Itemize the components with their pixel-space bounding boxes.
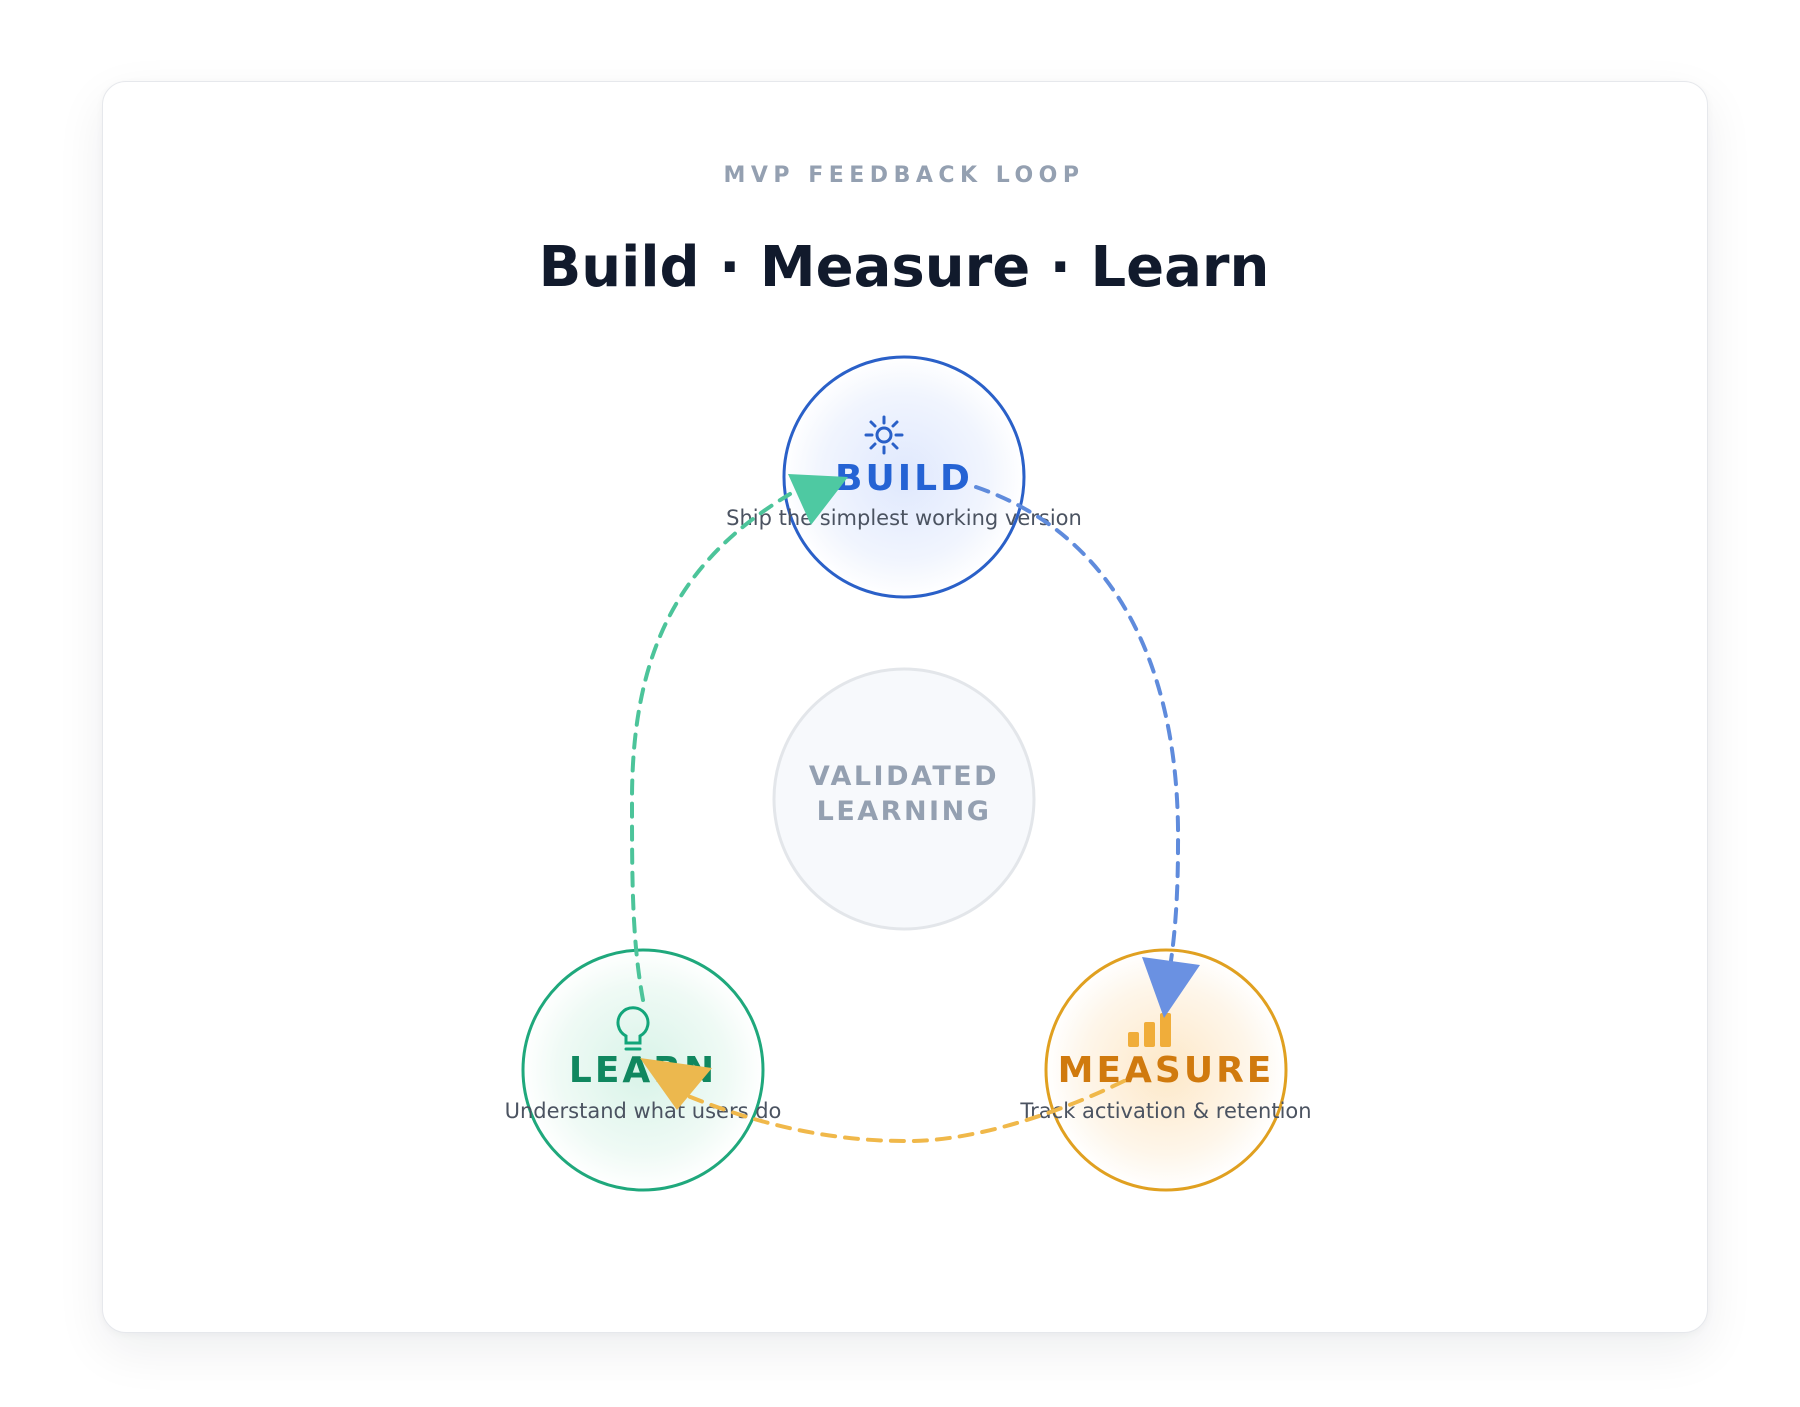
flow-measure-to-learn — [640, 1058, 1126, 1144]
node-build-description: Ship the simplest working version — [726, 506, 1082, 530]
node-measure — [1044, 948, 1288, 1192]
gear-icon — [864, 415, 904, 455]
node-build-label: BUILD — [835, 458, 973, 499]
arrowhead-build-to-measure — [1142, 957, 1200, 1018]
node-build — [782, 355, 1026, 599]
node-measure-label: MEASURE — [1058, 1050, 1275, 1091]
center-label-line2: LEARNING — [817, 796, 992, 827]
bar-chart-icon — [1128, 1013, 1171, 1047]
center-label-line1: VALIDATED — [809, 761, 999, 792]
node-learn-description: Understand what users do — [505, 1099, 782, 1123]
arrowhead-learn-to-build — [788, 474, 848, 525]
arrowhead-measure-to-learn — [640, 1058, 712, 1110]
lightbulb-icon — [616, 1006, 650, 1051]
flow-build-to-measure — [974, 485, 1200, 1018]
eyebrow-label: MVP FEEDBACK LOOP — [724, 163, 1085, 188]
node-learn — [521, 948, 765, 1192]
node-measure-description: Track activation & retention — [1019, 1099, 1311, 1123]
center-hub: VALIDATED LEARNING — [772, 667, 1036, 931]
flow-learn-to-build — [629, 474, 848, 1002]
page-title: Build · Measure · Learn — [539, 235, 1270, 300]
